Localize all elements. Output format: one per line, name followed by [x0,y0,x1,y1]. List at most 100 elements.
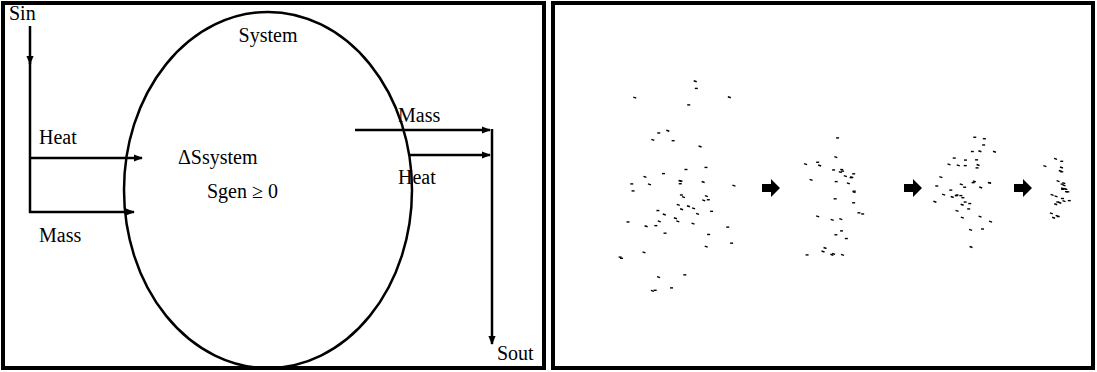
particle [844,176,847,177]
particle [852,202,855,203]
particle [972,182,975,183]
particle [680,209,683,210]
system-circle: SystemΔSsystemSgen ≥ 0 [122,10,414,370]
particle [654,225,657,226]
particle [806,254,809,255]
particle [666,130,669,131]
particle [662,173,665,174]
particle [680,194,683,195]
particle [853,190,856,191]
particle [683,274,686,275]
particle [1051,194,1054,195]
particle [695,88,698,89]
particle [804,164,807,165]
particle [632,190,635,191]
particle [850,177,853,178]
particle [834,234,837,235]
particle [961,204,964,205]
particle [702,181,705,182]
particle [1060,161,1063,162]
node-heading: System [239,24,298,46]
particle [832,253,835,254]
particle [705,246,708,247]
particle [679,183,682,184]
particle [981,228,984,229]
particle [648,184,651,185]
particle [850,177,853,178]
particle [988,182,991,183]
particle [692,208,695,209]
particle [822,251,825,252]
particle [973,137,976,138]
particle [959,195,962,196]
particle [1050,213,1053,214]
particle [976,167,979,168]
particle [687,104,690,105]
particle [816,162,819,163]
particle [960,184,963,185]
particle [832,169,835,170]
particle [726,226,729,227]
particle [935,185,938,186]
particle [957,165,960,166]
particle [707,234,710,235]
particle [970,247,973,248]
block-arrow [762,179,780,197]
particle [651,290,654,291]
particle [979,187,982,188]
particle [1065,191,1068,192]
particle [730,242,733,243]
particle [702,200,705,201]
particle [857,212,860,213]
particle [853,192,856,193]
particle [978,151,981,152]
particle [956,210,959,211]
particle [836,137,839,138]
particle [1054,158,1057,159]
particle [626,221,629,222]
particle [955,195,958,196]
particle [964,159,967,160]
particle [630,183,633,184]
particle [841,254,844,255]
particle [963,187,966,188]
particle [674,218,677,219]
particle [953,157,956,158]
particle [1057,181,1060,182]
particle [682,197,685,198]
particle [933,201,936,202]
particle [651,139,654,140]
particle [699,146,702,147]
particle [971,151,974,152]
particle [679,181,682,182]
particle [1058,202,1061,203]
particle [949,189,952,190]
particle [1062,183,1065,184]
particle [670,287,673,288]
particle [983,138,986,139]
particle [834,198,837,199]
particle [982,144,985,145]
particle [1063,185,1066,186]
particle [961,197,964,198]
particle [816,216,819,217]
particle [694,81,697,82]
flow-symbol: Sout [497,342,534,364]
particle [732,185,735,186]
particle [968,203,971,204]
particle [989,221,992,222]
particle [684,169,687,170]
flow-label: Heat [39,126,77,148]
node-term: ΔSsystem [178,146,258,168]
flow-label: Mass [398,104,440,126]
particle [1064,189,1067,190]
particle [679,180,682,181]
particle [964,201,967,202]
particle [658,221,661,222]
particle [707,199,710,200]
particle [835,181,838,182]
particle [831,219,834,220]
particle [633,97,636,98]
particle [1043,166,1046,167]
